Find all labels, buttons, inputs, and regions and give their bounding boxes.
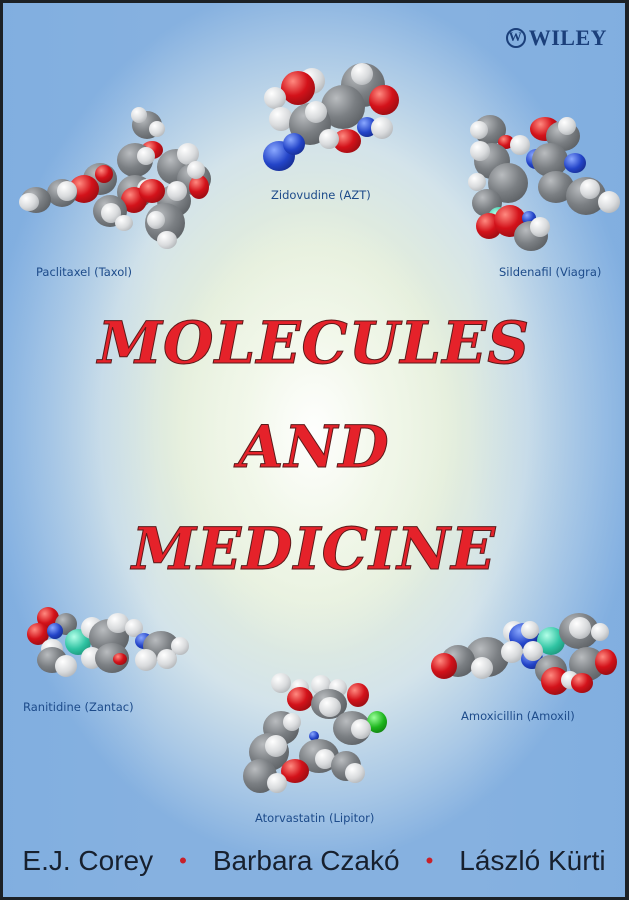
publisher-name: WILEY <box>528 25 607 50</box>
zidovudine-caption: Zidovudine (AZT) <box>271 188 371 202</box>
wiley-logo-icon <box>505 28 526 48</box>
ranitidine-caption: Ranitidine (Zantac) <box>23 700 134 714</box>
atorvastatin-molecule-image <box>241 673 391 803</box>
author-kurti: László Kürti <box>459 845 606 876</box>
paclitaxel-caption: Paclitaxel (Taxol) <box>36 265 132 279</box>
book-cover: WILEY Zidovudine (AZT) <box>3 3 625 897</box>
paclitaxel-molecule-image <box>17 103 217 258</box>
sildenafil-molecule-image <box>468 113 625 253</box>
title-line-molecules: MOLECULES <box>97 309 531 378</box>
publisher-logo: WILEY <box>505 25 607 51</box>
amoxicillin-caption: Amoxicillin (Amoxil) <box>461 709 575 723</box>
amoxicillin-molecule-image <box>431 607 621 697</box>
author-separator-dot: • <box>179 848 187 873</box>
atorvastatin-caption: Atorvastatin (Lipitor) <box>255 811 375 825</box>
author-separator-dot: • <box>425 848 434 873</box>
authors-line: E.J. Corey • Barbara Czakó • László Kürt… <box>3 845 625 877</box>
ranitidine-molecule-image <box>25 607 189 677</box>
author-corey: E.J. Corey <box>22 845 154 876</box>
author-czako: Barbara Czakó <box>212 845 400 876</box>
title-line-and: AND <box>238 413 390 482</box>
zidovudine-molecule-image <box>261 63 401 178</box>
title-line-medicine: MEDICINE <box>131 515 497 584</box>
sildenafil-caption: Sildenafil (Viagra) <box>499 265 602 279</box>
